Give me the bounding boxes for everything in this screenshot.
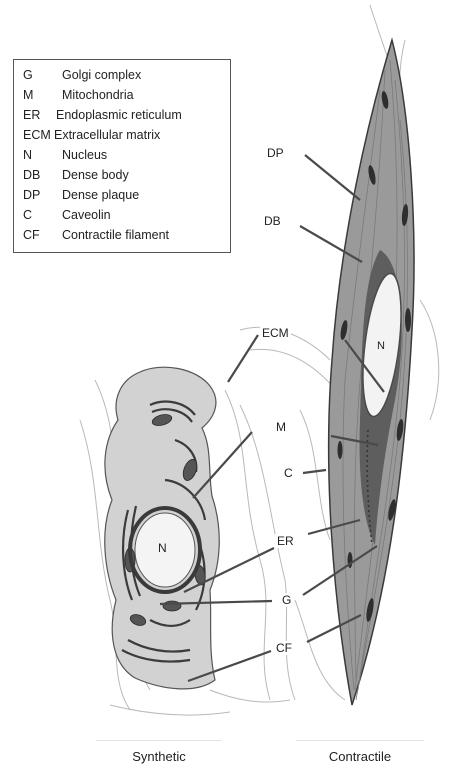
label-cf: CF: [274, 641, 294, 655]
legend-desc: Golgi complex: [62, 65, 141, 85]
legend-desc: Nucleus: [62, 145, 107, 165]
legend-desc: Contractile filament: [62, 225, 169, 245]
legend-desc: Endoplasmic reticulum: [56, 105, 182, 125]
legend-desc: Extracellular matrix: [54, 125, 160, 145]
leader-dp: [305, 155, 360, 200]
leader-c: [303, 470, 326, 473]
legend-abbr: N: [23, 145, 32, 165]
label-dp: DP: [265, 146, 286, 160]
legend-abbr: ECM: [23, 125, 51, 145]
legend-desc: Caveolin: [62, 205, 111, 225]
legend-abbr: C: [23, 205, 32, 225]
label-c: C: [282, 466, 295, 480]
label-ecm: ECM: [260, 326, 291, 340]
contractile-cell: [329, 40, 414, 705]
label-m: M: [274, 420, 288, 434]
label-db: DB: [262, 214, 283, 228]
leader-ecm-left: [228, 335, 258, 382]
legend-abbr: ER: [23, 105, 40, 125]
legend-desc: Mitochondria: [62, 85, 134, 105]
legend-abbr: G: [23, 65, 33, 85]
caption-synthetic: Synthetic: [96, 740, 222, 764]
legend: G Golgi complex M Mitochondria ER Endopl…: [13, 59, 231, 253]
label-g: G: [280, 593, 293, 607]
legend-abbr: M: [23, 85, 33, 105]
legend-desc: Dense body: [62, 165, 129, 185]
nucleus-label-synthetic: N: [158, 541, 167, 555]
legend-abbr: DB: [23, 165, 40, 185]
legend-desc: Dense plaque: [62, 185, 139, 205]
legend-abbr: CF: [23, 225, 40, 245]
synthetic-cell: [105, 367, 220, 689]
nucleus-label-contractile: N: [377, 340, 385, 352]
legend-abbr: DP: [23, 185, 40, 205]
label-er: ER: [275, 534, 296, 548]
caption-contractile: Contractile: [296, 740, 424, 764]
